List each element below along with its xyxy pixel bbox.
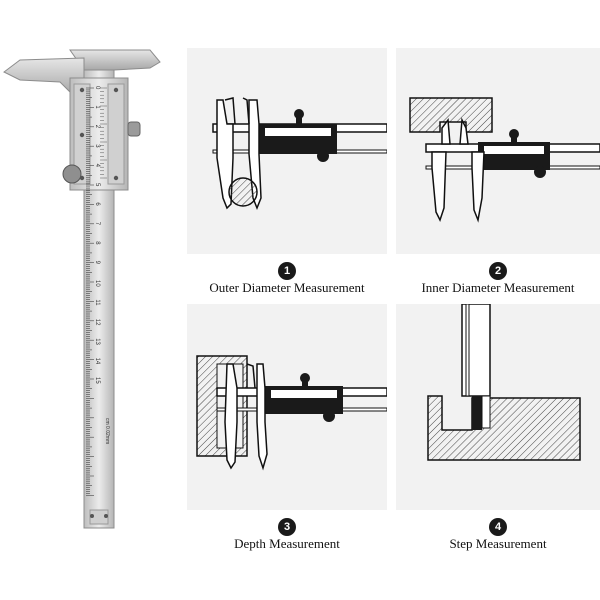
scale-number-1: 1 bbox=[94, 105, 100, 109]
step-number-badge-2: 2 bbox=[489, 262, 507, 280]
step-workpiece bbox=[427, 395, 581, 461]
depth-diagram bbox=[196, 355, 388, 471]
caption-inner-diameter: Inner Diameter Measurement bbox=[421, 280, 575, 295]
inner-diameter-diagram bbox=[409, 97, 600, 223]
panel-inner-diameter bbox=[396, 48, 600, 254]
scale-number-12: 12 bbox=[94, 319, 100, 326]
step-number-badge-4: 4 bbox=[489, 518, 507, 536]
scale-number-8: 8 bbox=[94, 241, 100, 245]
slotted-workpiece bbox=[409, 97, 493, 133]
scale-number-7: 7 bbox=[94, 222, 100, 226]
caliper-lock-screw bbox=[127, 121, 141, 137]
scale-number-13: 13 bbox=[94, 338, 100, 345]
scale-number-10: 10 bbox=[94, 280, 100, 287]
caliper-unit-label: cm 0.02mm bbox=[104, 418, 110, 444]
step-number-badge-3: 3 bbox=[278, 518, 296, 536]
scale-number-5: 5 bbox=[94, 183, 100, 187]
inside-jaw-left bbox=[441, 117, 451, 145]
step-number-badge-1: 1 bbox=[278, 262, 296, 280]
inside-jaw-right bbox=[459, 117, 469, 145]
outer-jaw-moving bbox=[471, 151, 485, 223]
scale-number-9: 9 bbox=[94, 261, 100, 265]
fixed-jaw bbox=[216, 99, 234, 210]
panel-depth bbox=[187, 304, 388, 510]
scale-number-0: 0 bbox=[94, 86, 100, 90]
caption-step: Step Measurement bbox=[449, 536, 547, 551]
step-diagram bbox=[427, 303, 581, 461]
caption-outer-diameter: Outer Diameter Measurement bbox=[209, 280, 365, 295]
outer-jaw-fixed bbox=[431, 151, 447, 222]
scale-number-15: 15 bbox=[94, 377, 100, 384]
panel-outer-diameter bbox=[187, 48, 388, 254]
panel-step bbox=[396, 303, 600, 510]
caliper-vernier-scale bbox=[100, 87, 107, 179]
scale-number-2: 2 bbox=[94, 125, 100, 129]
outer-diameter-diagram bbox=[212, 97, 388, 211]
caption-depth: Depth Measurement bbox=[234, 536, 340, 551]
scale-number-4: 4 bbox=[94, 164, 100, 168]
scale-number-11: 11 bbox=[94, 299, 100, 306]
scale-number-14: 14 bbox=[94, 358, 100, 365]
scale-number-3: 3 bbox=[94, 144, 100, 148]
round-workpiece bbox=[228, 177, 258, 207]
caliper-thumb-wheel bbox=[62, 164, 82, 184]
scale-number-6: 6 bbox=[94, 202, 100, 206]
